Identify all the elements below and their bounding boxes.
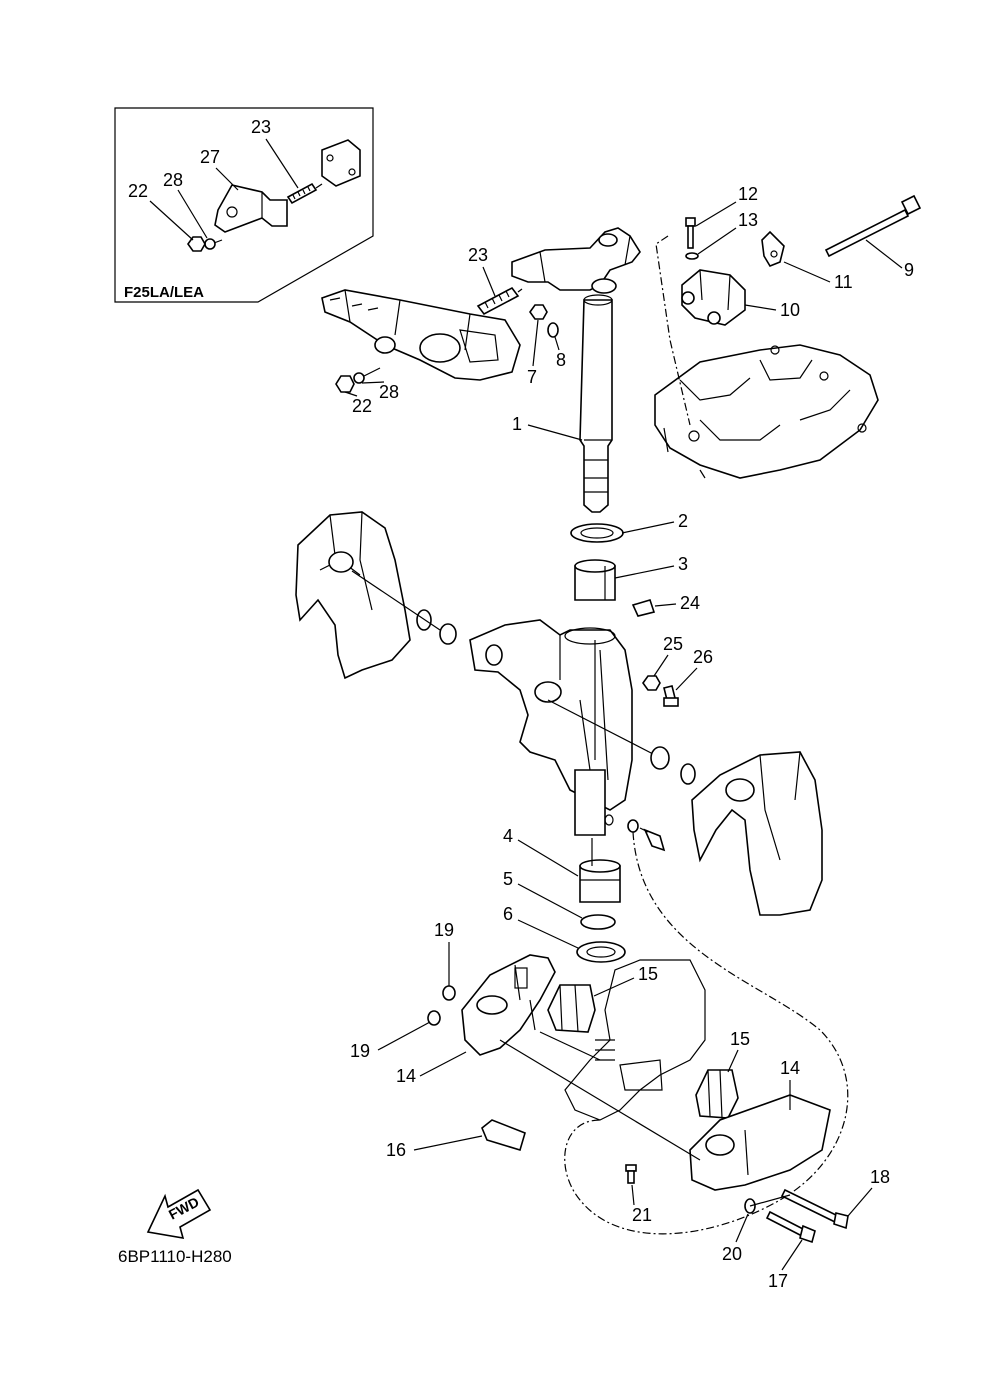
screw-21-part [625,1164,637,1184]
steering-arm-part [511,227,641,294]
callout-22: 22 [352,396,372,416]
swivel-bracket-part [469,619,633,811]
inset-box: F25LA/LEA 22 28 27 23 [114,107,374,303]
callout-10: 10 [780,300,800,320]
washer-19a-part [442,985,456,1001]
right-washer-part [680,763,696,785]
callout-19b: 19 [350,1041,370,1061]
callout-8: 8 [556,350,566,370]
callout-7: 7 [527,367,537,387]
lower-casing-ghost [564,959,706,1121]
callout-3: 3 [678,554,688,574]
left-washer-part [416,609,432,631]
nut-25-part [642,675,661,691]
inset-callout-28: 28 [163,170,183,190]
part-24 [631,599,656,617]
callout-12: 12 [738,184,758,204]
callout-6: 6 [503,904,513,924]
bolt-12-part [685,217,696,249]
callout-16: 16 [386,1140,406,1160]
inset-callout-23: 23 [251,117,271,137]
ground-lead-path [564,831,849,1235]
callout-14b: 14 [780,1058,800,1078]
bushing-4-part [579,859,621,903]
callout-21: 21 [632,1205,652,1225]
inset-block-part [321,139,361,187]
washer-28-part [353,372,365,384]
washer-13-part [685,252,699,260]
reference-line-cowling [655,235,691,426]
callout-28: 28 [379,382,399,402]
callout-26: 26 [693,647,713,667]
rubber-mount-15b-part [695,1069,739,1119]
bolt-9-part [824,194,922,258]
callout-23: 23 [468,245,488,265]
ground-plate-11-part [761,230,785,267]
callout-14a: 14 [396,1066,416,1086]
fwd-arrow: FWD [146,1188,212,1240]
callout-15a: 15 [638,964,658,984]
right-bushing-part [650,746,670,770]
seal-6-part [576,941,626,963]
bolt-17-part [765,1210,816,1244]
inset-model-label: F25LA/LEA [124,284,204,301]
inset-nut-part [187,236,206,252]
callout-19a: 19 [434,920,454,940]
callout-17: 17 [768,1271,788,1291]
callout-11: 11 [834,272,853,292]
washer-8-part [547,322,559,338]
rubber-mount-15a-part [547,984,596,1033]
stud-23-part [476,286,520,316]
callout-2: 2 [678,511,688,531]
steering-shaft-part [579,294,613,513]
upper-mount-bracket-part [321,289,521,381]
plate-16-part [481,1119,526,1151]
callout-24: 24 [680,593,700,613]
bolt-18-part [780,1188,849,1230]
diagram-code: 6BP1110-H280 [118,1247,232,1266]
inset-callout-22: 22 [128,181,148,201]
nut-22-part [335,375,355,393]
swivel-tube-part [574,769,606,836]
seal-2-part [570,523,624,543]
callout-25: 25 [663,634,683,654]
inset-bracket-part [214,184,288,233]
o-ring-5-part [580,914,616,930]
callout-9: 9 [904,260,914,280]
lower-mount-left-part [461,954,556,1056]
left-clamp-bracket-part [295,511,411,680]
inset-frame [114,107,374,303]
clamp-10-part [681,269,746,326]
washer-19b-part [427,1010,441,1026]
bottom-cowling-part [654,344,879,479]
callout-4: 4 [503,826,513,846]
nut-7-part [529,304,548,320]
callout-5: 5 [503,869,513,889]
right-clamp-bracket-part [691,751,823,916]
callout-18: 18 [870,1167,890,1187]
inset-stud-part [286,182,318,205]
inset-washer-part [204,238,216,250]
callout-13: 13 [738,210,758,230]
bolt-26-part [663,685,679,707]
lower-mount-right-part [689,1094,831,1191]
left-bushing-part [439,623,457,645]
inset-callout-27: 27 [200,147,220,167]
bushing-3-part [574,559,616,601]
callout-15b: 15 [730,1029,750,1049]
grease-nipple-part [643,828,666,852]
callout-1: 1 [512,414,522,434]
callout-20: 20 [722,1244,742,1264]
